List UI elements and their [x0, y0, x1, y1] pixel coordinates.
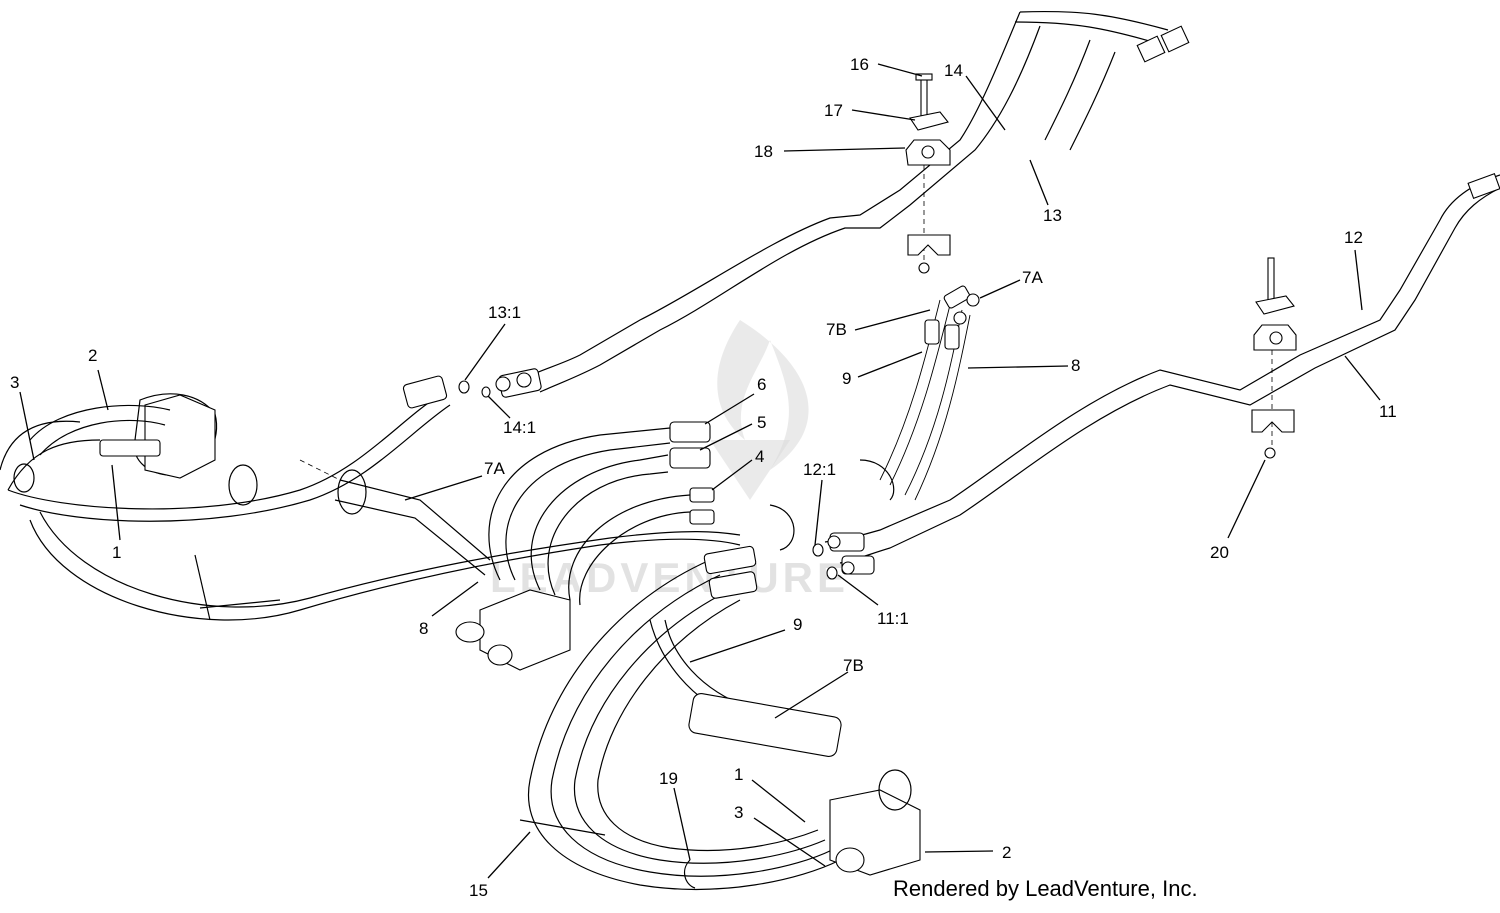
callout-8-right: 8 — [1071, 356, 1080, 375]
callout-labels: 16 14 17 18 13 12 7A 7B 9 8 11 20 13:1 1… — [10, 55, 1397, 900]
callout-2-left: 2 — [88, 346, 97, 365]
clamp-assembly-top — [905, 73, 951, 274]
callout-7b-top: 7B — [826, 320, 847, 339]
callout-7b-bottom: 7B — [843, 656, 864, 675]
callout-5: 5 — [757, 413, 766, 432]
hoses-4-5-6 — [488, 421, 715, 606]
callout-14: 14 — [944, 61, 963, 80]
callout-11-1: 11:1 — [877, 609, 909, 628]
tube-11-12 — [824, 172, 1500, 564]
center-pump — [299, 459, 571, 671]
callout-8-mid: 8 — [419, 619, 428, 638]
watermark-logo — [710, 320, 809, 500]
clamp-assembly-right — [1251, 257, 1297, 459]
callout-3-left: 3 — [10, 373, 19, 392]
callout-1-bottom: 1 — [734, 765, 743, 784]
fittings-center — [458, 368, 875, 580]
hoses-7-8-9-top — [879, 285, 980, 501]
callout-17: 17 — [824, 101, 843, 120]
left-pump-hoses — [0, 375, 741, 621]
callout-3-bottom: 3 — [734, 803, 743, 822]
callout-16: 16 — [850, 55, 869, 74]
callout-11: 11 — [1379, 402, 1397, 421]
cable-ties — [769, 459, 895, 551]
callout-20: 20 — [1210, 543, 1229, 562]
callout-19: 19 — [659, 769, 678, 788]
callout-18: 18 — [754, 142, 773, 161]
lower-pump-hoses — [519, 545, 921, 890]
callout-4: 4 — [755, 447, 764, 466]
callout-13-1: 13:1 — [488, 303, 521, 322]
callout-6: 6 — [757, 375, 766, 394]
callout-2-bottom: 2 — [1002, 843, 1011, 862]
tube-13-14 — [524, 10, 1190, 393]
callout-1-left: 1 — [112, 543, 121, 562]
callout-9-bottom: 9 — [793, 615, 802, 634]
callout-7a-top: 7A — [1022, 268, 1043, 287]
callout-14-1: 14:1 — [503, 418, 536, 437]
leader-lines — [19, 63, 1381, 879]
callout-7a-mid: 7A — [484, 459, 505, 478]
callout-15: 15 — [469, 881, 488, 900]
callout-9-top: 9 — [842, 369, 851, 388]
callout-13: 13 — [1043, 206, 1062, 225]
footer-credit: Rendered by LeadVenture, Inc. — [893, 876, 1198, 901]
callout-12-1: 12:1 — [803, 460, 836, 479]
callout-12: 12 — [1344, 228, 1363, 247]
